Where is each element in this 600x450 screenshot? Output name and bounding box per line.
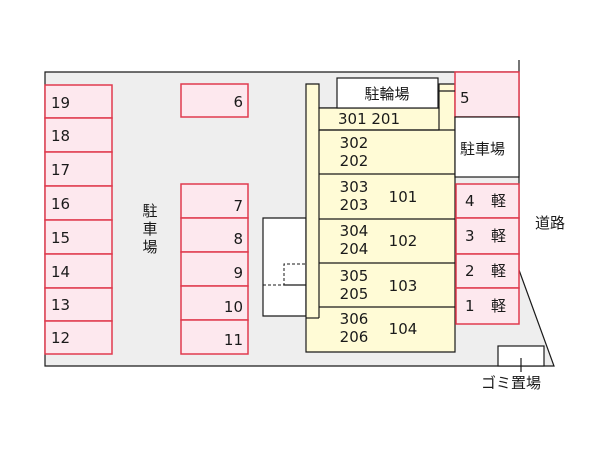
spot-type: 軽 bbox=[491, 227, 506, 245]
bicycle-parking bbox=[336, 77, 439, 109]
parking-spot-15 bbox=[44, 219, 113, 255]
unit-label: 306 bbox=[340, 310, 369, 328]
left-parking-column: 19 18 17 16 15 14 13 12 bbox=[44, 84, 113, 355]
unit-label: 104 bbox=[389, 320, 418, 338]
unit-label: 205 bbox=[340, 285, 369, 303]
parking-label-char: 場 bbox=[142, 238, 157, 256]
unit-label: 203 bbox=[340, 196, 369, 214]
spot-type: 軽 bbox=[491, 297, 506, 315]
parking-spot-12 bbox=[44, 320, 113, 355]
spot-label: 17 bbox=[51, 161, 70, 179]
spot-label: 19 bbox=[51, 94, 70, 112]
spot-label: 3 bbox=[465, 227, 475, 245]
unit-label: 202 bbox=[340, 152, 369, 170]
spot-label: 9 bbox=[233, 264, 243, 282]
spot-type: 軽 bbox=[491, 192, 506, 210]
spot-label: 1 bbox=[465, 297, 475, 315]
spot-type: 軽 bbox=[491, 262, 506, 280]
spot-label: 2 bbox=[465, 262, 475, 280]
unit-label: 302 bbox=[340, 134, 369, 152]
stair-dashed bbox=[263, 263, 306, 286]
parking-spot-13 bbox=[44, 287, 113, 322]
stair-structure bbox=[262, 217, 307, 317]
unit-label: 204 bbox=[340, 240, 369, 258]
spot-label: 10 bbox=[224, 298, 243, 316]
garbage-label: ゴミ置場 bbox=[481, 374, 541, 392]
parking-spot-6 bbox=[180, 83, 249, 118]
parking-spot-3 bbox=[455, 217, 520, 255]
unit-label: 301 201 bbox=[338, 110, 400, 128]
parking-label-char: 駐 bbox=[142, 202, 157, 220]
spot-label: 5 bbox=[460, 89, 470, 107]
unit-label: 304 bbox=[340, 222, 369, 240]
unit-label: 305 bbox=[340, 267, 369, 285]
unit-label: 206 bbox=[340, 328, 369, 346]
side-parking-area bbox=[454, 116, 520, 178]
building-outline bbox=[305, 83, 456, 353]
unit-label: 101 bbox=[389, 188, 418, 206]
parking-spot-18 bbox=[44, 117, 113, 153]
spot-label: 7 bbox=[233, 197, 243, 215]
parking-spot-1 bbox=[455, 287, 520, 325]
spot-label: 12 bbox=[51, 329, 70, 347]
unit-label: 303 bbox=[340, 178, 369, 196]
unit-label: 102 bbox=[389, 232, 418, 250]
spot-label: 15 bbox=[51, 229, 70, 247]
road-label: 道路 bbox=[535, 214, 565, 232]
parking-spot-2 bbox=[455, 253, 520, 289]
parking-spot-19 bbox=[44, 84, 113, 119]
spot-label: 11 bbox=[224, 331, 243, 349]
spot-label: 18 bbox=[51, 127, 70, 145]
bicycle-parking-label: 駐輪場 bbox=[364, 85, 409, 103]
parking-spot-11 bbox=[180, 319, 249, 355]
parking-spot-16 bbox=[44, 185, 113, 221]
middle-parking-column: 6 7 8 9 10 11 bbox=[180, 83, 249, 355]
parking-spot-4 bbox=[455, 183, 520, 219]
spot-label: 13 bbox=[51, 296, 70, 314]
spot-label: 6 bbox=[233, 93, 243, 111]
apartment-building: 301 201 302 202 303 203 101 304 204 102 … bbox=[305, 83, 456, 353]
spot-label: 4 bbox=[465, 192, 475, 210]
spot-label: 16 bbox=[51, 195, 70, 213]
unit-label: 103 bbox=[389, 277, 418, 295]
side-parking-label: 駐車場 bbox=[460, 140, 505, 158]
parking-spot-9 bbox=[180, 251, 249, 287]
parking-spot-8 bbox=[180, 217, 249, 253]
spot-label: 8 bbox=[233, 230, 243, 248]
spot-label: 14 bbox=[51, 263, 70, 281]
parking-label-char: 車 bbox=[142, 220, 157, 238]
